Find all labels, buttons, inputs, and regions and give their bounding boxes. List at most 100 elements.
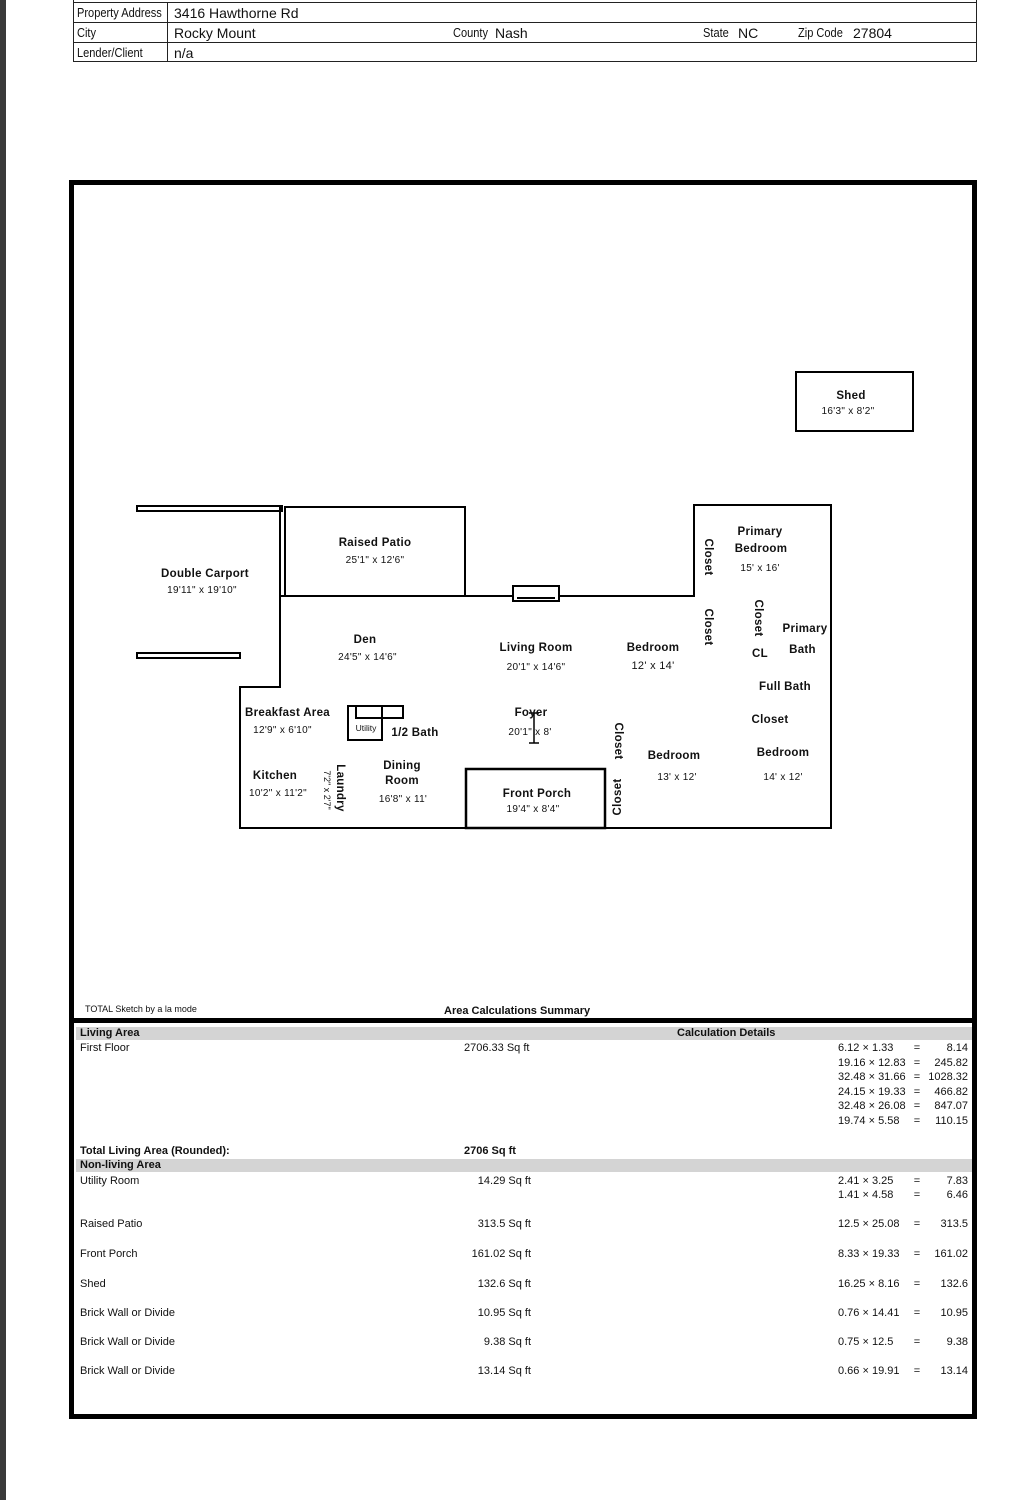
non-living-band xyxy=(76,1159,972,1172)
calc-expr: 8.33 × 19.33 xyxy=(838,1248,900,1260)
shed-dim: 16'3" x 8'2" xyxy=(821,406,875,417)
bedroom-label: Bedroom xyxy=(647,750,701,762)
living-room-dim: 20'1" x 14'6" xyxy=(506,662,566,673)
calc-eq: = xyxy=(913,1085,921,1098)
calc-val: 245.82 xyxy=(934,1056,968,1069)
non-living-name: Brick Wall or Divide xyxy=(80,1365,175,1377)
first-floor-label: First Floor xyxy=(80,1042,130,1054)
non-living-area: 13.14 Sq ft xyxy=(477,1365,531,1377)
closet-label: Closet xyxy=(751,714,789,726)
sketch-frame xyxy=(69,180,977,1419)
non-living-name: Shed xyxy=(80,1278,106,1290)
header-divider xyxy=(167,3,168,22)
non-living-heading: Non-living Area xyxy=(80,1159,161,1171)
state-value: NC xyxy=(738,25,759,41)
living-area-heading: Living Area xyxy=(80,1027,140,1039)
non-living-name: Front Porch xyxy=(80,1248,138,1260)
calc-eq: = xyxy=(913,1218,921,1230)
primary-bath-label-2: Bath xyxy=(789,644,816,656)
non-living-area: 14.29 Sq ft xyxy=(477,1175,531,1187)
header-row-borrower xyxy=(74,0,976,3)
non-living-area: 132.6 Sq ft xyxy=(477,1278,531,1290)
bedroom-dim: 12' x 14' xyxy=(631,660,675,672)
shed-outline xyxy=(795,371,914,432)
dining-room-dim: 16'8" x 11' xyxy=(378,794,428,805)
dining-room-label-2: Room xyxy=(385,775,419,787)
calc-eq: = xyxy=(913,1175,921,1187)
front-porch-label: Front Porch xyxy=(502,788,572,800)
calc-val: 847.07 xyxy=(934,1100,968,1113)
raised-patio-dim: 25'1" x 12'6" xyxy=(345,555,405,566)
first-floor-area: 2706.33 Sq ft xyxy=(464,1042,530,1054)
calc-expr: 16.25 × 8.16 xyxy=(838,1278,900,1290)
den-label: Den xyxy=(353,634,377,646)
calc-expr: 0.76 × 14.41 xyxy=(838,1307,900,1319)
non-living-area: 9.38 Sq ft xyxy=(483,1336,531,1348)
closet-label: Closet xyxy=(612,778,624,816)
primary-bedroom-label-1: Primary xyxy=(737,526,783,538)
bedroom-dim: 14' x 12' xyxy=(763,772,803,783)
non-living-name: Raised Patio xyxy=(80,1218,143,1230)
calc-eq: = xyxy=(913,1336,921,1348)
half-bath-label: 1/2 Bath xyxy=(391,727,439,739)
calc-eq: = xyxy=(913,1071,921,1084)
calc-expr: 0.66 × 19.91 xyxy=(838,1365,900,1377)
raised-patio-outline xyxy=(284,506,466,597)
calc-expr: 12.5 × 25.08 xyxy=(838,1218,900,1230)
calc-val: 9.38 xyxy=(946,1336,968,1348)
foyer-label: Foyer xyxy=(514,707,548,719)
calc-val: 6.46 xyxy=(946,1189,968,1201)
closet-label: Closet xyxy=(702,538,714,576)
calc-val: 466.82 xyxy=(934,1085,968,1098)
calc-eq: = xyxy=(913,1307,921,1319)
calc-expr: 0.75 × 12.5 xyxy=(838,1336,894,1348)
primary-bedroom-label-2: Bedroom xyxy=(734,543,788,555)
calc-eq: = xyxy=(913,1189,921,1201)
living-area-band xyxy=(76,1027,972,1040)
total-living-label: Total Living Area (Rounded): xyxy=(80,1145,230,1157)
property-address-value: 3416 Hawthorne Rd xyxy=(174,5,299,21)
calc-val: 10.95 xyxy=(940,1307,968,1319)
raised-patio-label: Raised Patio xyxy=(338,537,412,549)
calc-val: 313.5 xyxy=(940,1218,968,1230)
calc-expr: 2.41 × 3.25 xyxy=(838,1175,894,1187)
city-value: Rocky Mount xyxy=(174,25,256,41)
header-row-address: Property Address 3416 Hawthorne Rd xyxy=(74,3,976,23)
shed-label: Shed xyxy=(836,390,866,402)
calc-eq: = xyxy=(913,1365,921,1377)
calc-val: 132.6 xyxy=(940,1278,968,1290)
front-porch-dim: 19'4" x 8'4" xyxy=(506,804,560,815)
calc-eq: = xyxy=(913,1056,921,1069)
calc-val: 13.14 xyxy=(940,1365,968,1377)
calc-val: 1028.32 xyxy=(928,1071,968,1084)
total-living-value: 2706 Sq ft xyxy=(464,1145,516,1157)
lender-label: Lender/Client xyxy=(77,45,143,60)
laundry-label: Laundry xyxy=(334,764,346,812)
living-room-label: Living Room xyxy=(499,642,573,654)
calc-expr: 19.16 × 12.83 xyxy=(838,1056,906,1069)
header-row-city: City Rocky Mount County Nash State NC Zi… xyxy=(74,23,976,43)
bedroom-dim: 13' x 12' xyxy=(657,772,697,783)
header-divider xyxy=(167,23,168,42)
county-label: County xyxy=(453,25,489,40)
full-bath-label: Full Bath xyxy=(759,681,811,693)
primary-bedroom-dim: 15' x 16' xyxy=(740,563,780,574)
zip-label: Zip Code xyxy=(798,25,843,40)
property-header-table: Property Address 3416 Hawthorne Rd City … xyxy=(73,0,977,62)
calc-expr: 19.74 × 5.58 xyxy=(838,1115,900,1127)
non-living-name: Brick Wall or Divide xyxy=(80,1307,175,1319)
primary-bath-label-1: Primary xyxy=(782,623,828,635)
calc-val: 7.83 xyxy=(946,1175,968,1187)
calc-expr: 1.41 × 4.58 xyxy=(838,1189,894,1201)
non-living-name: Utility Room xyxy=(80,1175,140,1187)
calc-eq: = xyxy=(913,1248,921,1260)
fireplace-outline xyxy=(512,585,560,602)
dining-room-label-1: Dining xyxy=(383,760,421,772)
calc-eq: = xyxy=(913,1278,921,1290)
text-cursor-icon xyxy=(529,712,539,744)
foyer-dim: 20'1" x 8' xyxy=(508,727,552,738)
calc-val: 8.14 xyxy=(946,1042,968,1054)
non-living-area: 161.02 Sq ft xyxy=(471,1248,531,1260)
utility-label: Utility xyxy=(355,723,377,733)
den-dim: 24'5" x 14'6" xyxy=(338,652,397,663)
